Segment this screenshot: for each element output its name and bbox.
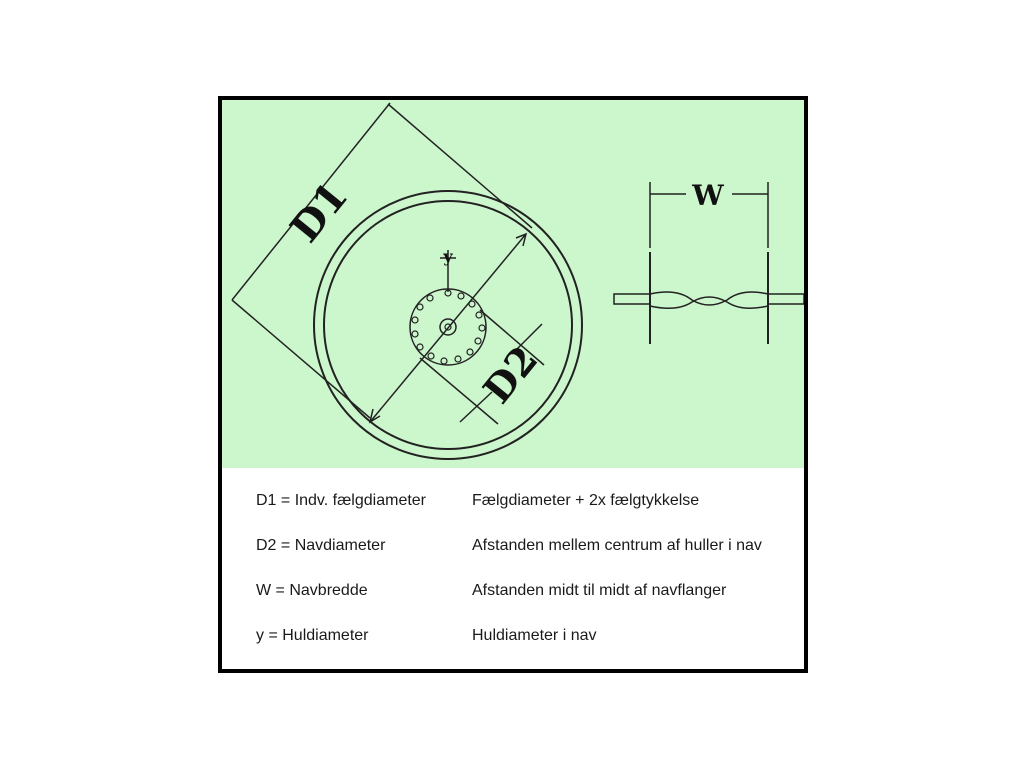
d2-tick-2 (459, 391, 493, 423)
spoke-holes (411, 289, 486, 365)
legend-term: D2 = Navdiameter (256, 537, 386, 554)
diameter-arrow-bottom (368, 408, 381, 424)
legend-row: D2 = Navdiameter Afstanden mellem centru… (222, 537, 804, 561)
y-label: y (442, 247, 453, 266)
hub-axle-inner (444, 323, 452, 331)
diagram-frame: D1 D2 W y D1 = Indv. fælgdiameter Fælgdi… (218, 96, 808, 673)
legend-description: Fælgdiameter + 2x fælgtykkelse (472, 492, 700, 509)
legend-description: Afstanden midt til midt af navflanger (472, 582, 727, 599)
diameter-arrow-top (515, 232, 528, 247)
rim-outer-circle (313, 190, 583, 460)
d2-extension-2 (419, 357, 499, 425)
d1-dimension-line (231, 102, 391, 301)
legend-row: y = Huldiameter Huldiameter i nav (222, 627, 804, 651)
d2-tick-1 (511, 323, 543, 355)
rim-inner-circle (323, 200, 573, 450)
d1-extension-bottom (231, 299, 371, 419)
diameter-line (369, 233, 527, 423)
legend-term: D1 = Indv. fælgdiameter (256, 492, 427, 509)
d2-label: D2 (474, 337, 546, 411)
legend-term: W = Navbredde (256, 582, 368, 599)
hub-side-view (613, 252, 804, 344)
hub-axle-outer (439, 318, 457, 336)
d1-extension-top (387, 103, 533, 229)
legend-table: D1 = Indv. fælgdiameter Fælgdiameter + 2… (222, 468, 804, 669)
wheel-diagram-svg: D1 D2 W y (231, 102, 804, 460)
legend-row: W = Navbredde Afstanden midt til midt af… (222, 582, 804, 606)
legend-term: y = Huldiameter (256, 627, 369, 644)
d2-extension-1 (479, 309, 545, 366)
w-label: W (691, 179, 724, 212)
legend-description: Huldiameter i nav (472, 627, 597, 644)
legend-description: Afstanden mellem centrum af huller i nav (472, 537, 762, 554)
legend-row: D1 = Indv. fælgdiameter Fælgdiameter + 2… (222, 492, 804, 516)
wheel-diagram: D1 D2 W y (222, 100, 804, 468)
